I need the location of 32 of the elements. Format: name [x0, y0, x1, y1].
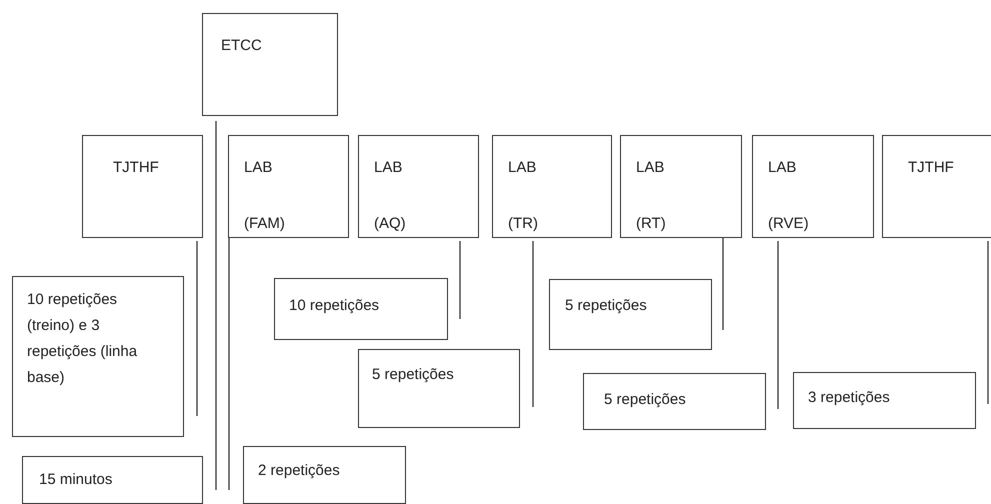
box-label: LAB (AQ)	[374, 158, 406, 234]
process-box	[620, 135, 742, 238]
process-box	[358, 135, 479, 238]
box-label: LAB (FAM)	[244, 158, 285, 234]
box-label: TJTHF	[908, 158, 954, 178]
process-box	[82, 135, 203, 238]
process-box	[22, 456, 203, 504]
box-label: LAB (TR)	[508, 158, 538, 234]
process-box	[549, 279, 712, 350]
box-label: 3 repetições	[808, 388, 890, 408]
box-label: 5 repetições	[372, 365, 454, 385]
box-label: 10 repetições (treino) e 3 repetições (linha base)	[27, 290, 138, 388]
process-box	[583, 373, 766, 430]
process-box	[358, 349, 520, 428]
process-box	[243, 446, 406, 504]
box-label: LAB (RVE)	[768, 158, 809, 234]
process-box	[752, 135, 874, 238]
box-label: 10 repetições	[289, 296, 380, 316]
process-box	[274, 278, 448, 340]
process-box	[12, 276, 184, 437]
box-label: 2 repetições	[258, 461, 340, 481]
box-label: LAB (RT)	[636, 158, 666, 234]
process-box	[882, 135, 991, 238]
process-box	[202, 13, 338, 116]
box-label: ETCC	[221, 36, 262, 56]
process-box	[228, 135, 349, 238]
box-label: 5 repetições	[604, 390, 686, 410]
box-label: TJTHF	[113, 158, 159, 178]
process-box	[492, 135, 612, 238]
box-label: 5 repetições	[565, 296, 647, 316]
process-box	[793, 372, 976, 429]
box-label: 15 minutos	[39, 470, 112, 490]
